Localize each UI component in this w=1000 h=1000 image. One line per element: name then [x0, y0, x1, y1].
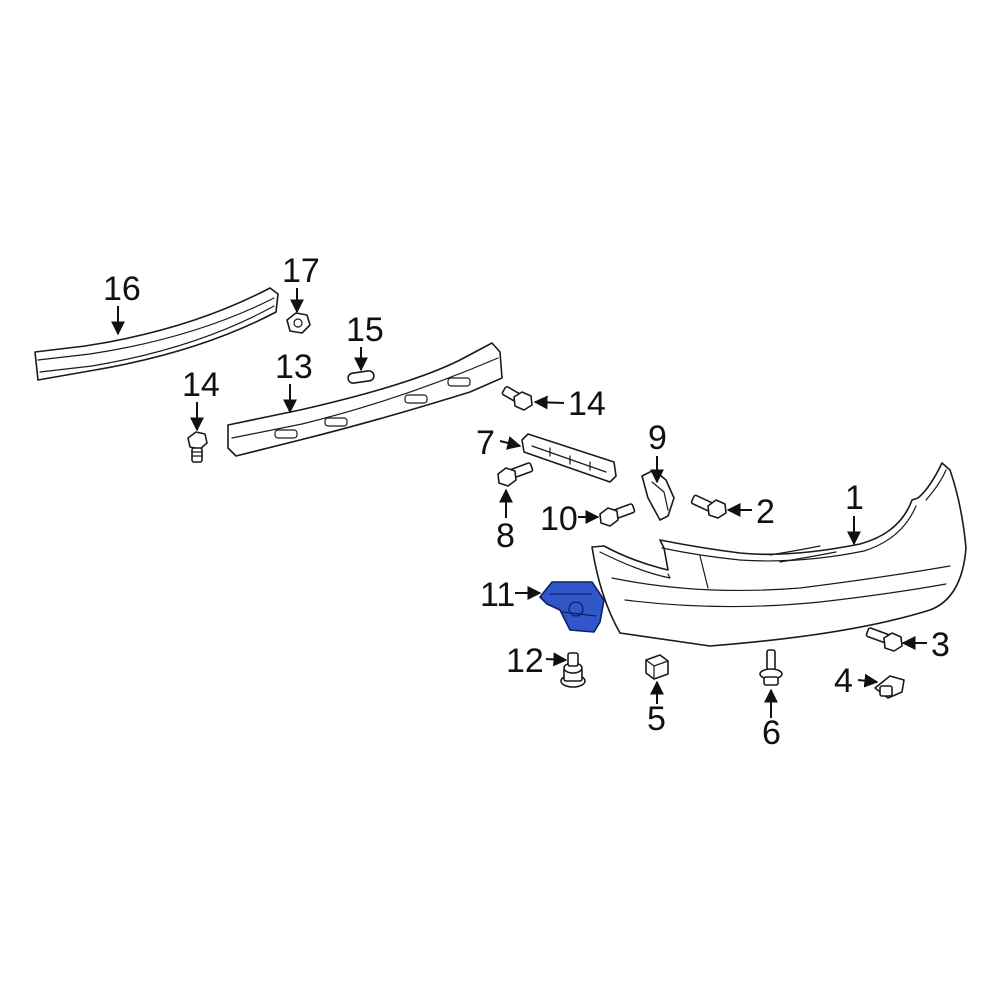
callout-labels: 16 17 15 13 14 14 7 8 9 10 2 1 11 12 5 6…	[103, 252, 950, 752]
callout-16: 16	[103, 270, 141, 308]
part-1-bumper-cover[interactable]	[591, 462, 967, 647]
part-17-nut[interactable]	[286, 312, 311, 334]
part-6-screw[interactable]	[759, 649, 783, 686]
leader-4	[857, 673, 879, 688]
part-14-bolt-right[interactable]	[501, 385, 533, 411]
part-2-bolt[interactable]	[690, 494, 727, 519]
callout-12: 12	[506, 642, 544, 680]
part-5-clip[interactable]	[645, 654, 669, 680]
callout-11: 11	[480, 576, 515, 614]
part-14-bolt-left[interactable]	[187, 431, 208, 463]
callout-3: 3	[931, 626, 950, 664]
part-4-clip[interactable]	[874, 675, 905, 699]
callout-8: 8	[496, 517, 515, 555]
callout-14-left: 14	[182, 366, 220, 404]
part-13-absorber[interactable]	[227, 342, 503, 457]
callout-10: 10	[540, 500, 578, 538]
part-10-bolt[interactable]	[599, 503, 636, 527]
part-11-bracket[interactable]	[539, 581, 605, 633]
part-15-pin[interactable]	[347, 370, 375, 384]
part-3-bolt[interactable]	[865, 627, 903, 652]
callout-17: 17	[282, 252, 320, 290]
leader-14-right	[533, 395, 565, 410]
leader-7	[499, 436, 522, 450]
callout-14-right: 14	[568, 385, 606, 423]
part-7-spacer[interactable]	[521, 433, 617, 483]
callout-13: 13	[275, 348, 313, 386]
callout-6: 6	[762, 714, 781, 752]
part-8-bolt[interactable]	[497, 462, 534, 487]
callout-5: 5	[647, 700, 666, 738]
leader-lines	[111, 288, 927, 718]
callout-4: 4	[834, 662, 853, 700]
callout-7: 7	[476, 424, 495, 462]
callout-1: 1	[845, 479, 864, 517]
leader-12	[545, 652, 568, 667]
callout-15: 15	[346, 311, 384, 349]
callout-9: 9	[648, 419, 667, 457]
callout-2: 2	[756, 493, 775, 531]
part-12-grommet[interactable]	[560, 652, 586, 688]
part-16-reinforcement[interactable]	[34, 287, 279, 381]
